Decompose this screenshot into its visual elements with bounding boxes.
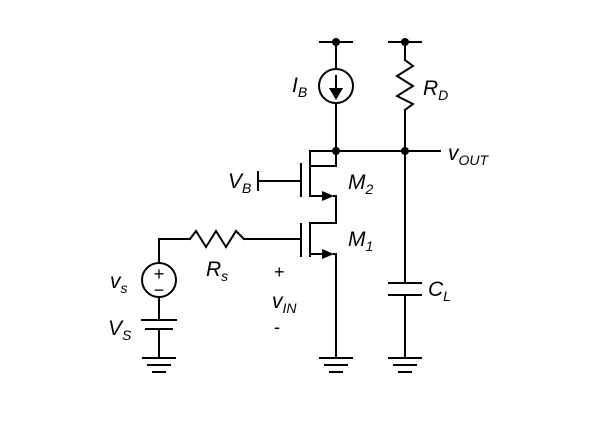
resistor-rd (394, 41, 415, 152)
current-source-ib (318, 41, 354, 152)
vin-plus: + (274, 262, 285, 282)
load-capacitor (388, 150, 422, 359)
signal-source-minus: − (154, 280, 165, 300)
transistor-m1 (243, 222, 337, 359)
signal-source-label: vs (110, 270, 128, 296)
load-capacitor-label: CL (428, 278, 451, 304)
resistor-rs-label: Rs (206, 258, 228, 284)
transistor-m2-label: M2 (348, 171, 374, 197)
m2-source-arrow-icon (322, 191, 334, 201)
resistor-rd-label: RD (423, 77, 448, 103)
transistor-m2 (257, 150, 337, 201)
transistor-m1-label: M1 (348, 228, 373, 254)
ground-left-icon (142, 357, 176, 373)
vin-minus: - (274, 317, 280, 337)
bias-voltage-label: VB (228, 170, 251, 196)
ground-middle-icon (319, 357, 353, 373)
output-node (309, 147, 441, 155)
m1-source-arrow-icon (322, 249, 334, 259)
output-label: vOUT (448, 142, 490, 168)
resistor-rs (158, 229, 246, 249)
ground-right-icon (388, 357, 422, 373)
current-source-label: IB (292, 74, 307, 100)
dc-source-label: VS (108, 317, 132, 343)
signal-source-vs (141, 238, 177, 319)
current-arrow-icon (329, 88, 343, 100)
signal-source-plus: + (154, 264, 165, 284)
input-voltage-label: vIN (272, 290, 297, 316)
dc-source-battery (141, 319, 177, 359)
